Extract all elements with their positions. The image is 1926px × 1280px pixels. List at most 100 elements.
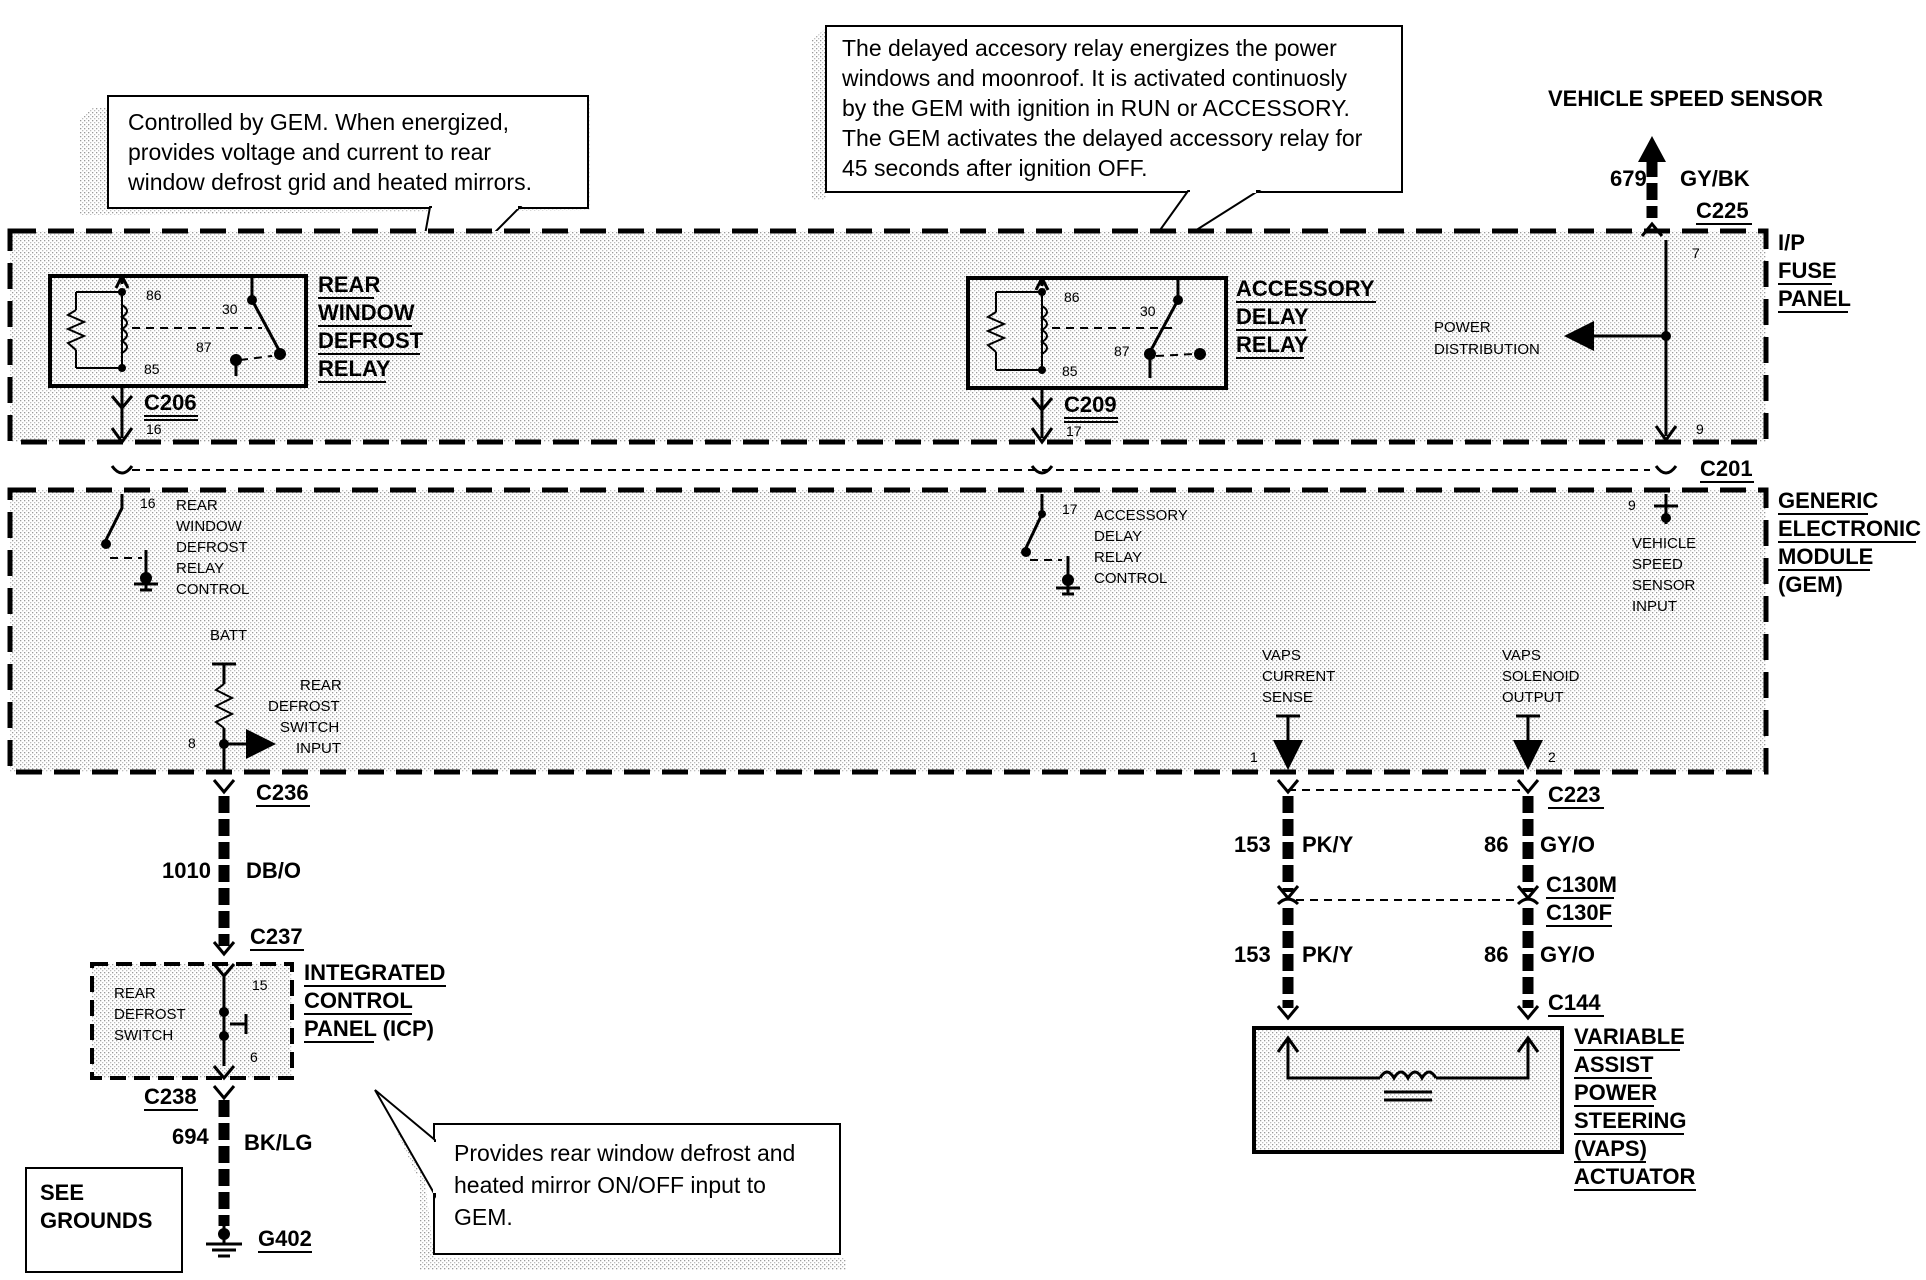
gem-text: CONTROL: [1094, 570, 1167, 587]
gem-text: DELAY: [1094, 528, 1142, 545]
note-line: window defrost grid and heated mirrors.: [127, 169, 532, 195]
gem-text: REAR: [300, 677, 342, 694]
note-rear-defrost-relay: Controlled by GEM. When energized, provi…: [80, 95, 590, 321]
connector-label: C130M: [1546, 872, 1617, 897]
note-line: by the GEM with ignition in RUN or ACCES…: [842, 95, 1350, 121]
icp-switch-text: DEFROST: [114, 1006, 186, 1023]
ip-fuse-panel-label: I/P: [1778, 230, 1805, 255]
pin-label: 9: [1628, 497, 1636, 513]
vaps-label: (VAPS): [1574, 1136, 1647, 1161]
connector-label: C206: [144, 390, 197, 415]
vaps-label: VARIABLE: [1574, 1024, 1685, 1049]
connector-label: C209: [1064, 392, 1117, 417]
note-accessory-delay-relay: The delayed accesory relay energizes the…: [812, 25, 1403, 273]
relay-label: ACCESSORY: [1236, 276, 1375, 301]
connector-label: C144: [1548, 990, 1601, 1015]
vaps-actuator: VARIABLE ASSIST POWER STEERING (VAPS) AC…: [1252, 1024, 1696, 1191]
gem-text: CURRENT: [1262, 668, 1335, 685]
pin-label: 1: [1250, 749, 1258, 765]
connector-label: C238: [144, 1084, 197, 1109]
gem-label: (GEM): [1778, 572, 1843, 597]
circuit-number: 1010: [162, 858, 211, 883]
gem-label: GENERIC: [1778, 488, 1878, 513]
gem-rwd-relay-control: 16 REAR WINDOW DEFROST RELAY CONTROL: [101, 494, 249, 598]
relay-label: DEFROST: [318, 328, 424, 353]
gem-label: MODULE: [1778, 544, 1873, 569]
see-grounds-text: SEE: [40, 1180, 84, 1205]
note-line: 45 seconds after ignition OFF.: [842, 155, 1148, 181]
power-distribution-label: DISTRIBUTION: [1434, 341, 1540, 358]
relay-label: DELAY: [1236, 304, 1309, 329]
note-line: windows and moonroof. It is activated co…: [841, 65, 1347, 91]
connector-label: C130F: [1546, 900, 1612, 925]
gem-text: WINDOW: [176, 518, 243, 535]
note-line: The delayed accesory relay energizes the…: [842, 35, 1337, 61]
relay-label: REAR: [318, 272, 380, 297]
pin-label: 9: [1696, 421, 1704, 437]
accessory-delay-relay: 86 85 30 87 ACCESSORY DELAY RELAY: [966, 276, 1376, 390]
circuit-1010: C236 1010 DB/O C237: [162, 779, 310, 957]
relay-label: WINDOW: [318, 300, 415, 325]
pin-label: 6: [250, 1049, 258, 1065]
gem-text: VAPS: [1262, 647, 1301, 664]
relay-label: RELAY: [318, 356, 391, 381]
icp-label: CONTROL: [304, 988, 413, 1013]
gem-text: RELAY: [176, 560, 224, 577]
connector-label: C225: [1696, 198, 1749, 223]
gem-text: DEFROST: [176, 539, 248, 556]
circuit-number: 86: [1484, 942, 1508, 967]
gem-rear-defrost-switch-input: BATT 8 REAR DEFROST SWITCH INPUT: [188, 627, 342, 772]
gem-text: VEHICLE: [1632, 535, 1696, 552]
vehicle-speed-sensor-circuit: VEHICLE SPEED SENSOR 679 GY/BK C225 7 PO…: [1434, 86, 1823, 443]
circuit-color: GY/O: [1540, 942, 1595, 967]
gem-text: DEFROST: [268, 698, 340, 715]
relay-label: RELAY: [1236, 332, 1309, 357]
connector-label: C223: [1548, 782, 1601, 807]
gem-text: OUTPUT: [1502, 689, 1564, 706]
circuit-color: BK/LG: [244, 1130, 312, 1155]
pin-label: 15: [252, 977, 268, 993]
circuit-number: 679: [1610, 166, 1647, 191]
gem-text: REAR: [176, 497, 218, 514]
gem-vss-input: 9 VEHICLE SPEED SENSOR INPUT: [1628, 494, 1696, 615]
connector-label: C237: [250, 924, 303, 949]
note-line: provides voltage and current to rear: [128, 139, 491, 165]
pin-label: 17: [1062, 501, 1078, 517]
note-line: GEM.: [454, 1204, 513, 1230]
vaps-circuits: C223 153 PK/Y 86 GY/O C130M C130F 153 PK…: [1234, 779, 1617, 1021]
circuit-number: 694: [172, 1124, 209, 1149]
icp-label: INTEGRATED: [304, 960, 445, 985]
gem-text: SENSOR: [1632, 577, 1696, 594]
pin-label: 85: [144, 361, 160, 377]
gem-text: ACCESSORY: [1094, 507, 1188, 524]
note-line: The GEM activates the delayed accessory …: [842, 125, 1363, 151]
vaps-label: STEERING: [1574, 1108, 1686, 1133]
circuit-number: 153: [1234, 942, 1271, 967]
relay-output-wires: C206 16 C209 17: [110, 386, 1118, 445]
connector-label: C236: [256, 780, 309, 805]
gem-label: ELECTRONIC: [1778, 516, 1921, 541]
pin-label: 87: [196, 339, 212, 355]
see-grounds-box: SEE GROUNDS: [25, 1167, 183, 1273]
c201-connector: C201: [110, 456, 1754, 483]
integrated-control-panel: 15 6 REAR DEFROST SWITCH INTEGRATED CONT…: [90, 960, 446, 1081]
gem-text: SPEED: [1632, 556, 1683, 573]
gem-acc-relay-control: 17 ACCESSORY DELAY RELAY CONTROL: [1021, 494, 1188, 596]
pin-label: 16: [146, 421, 162, 437]
vss-label: VEHICLE SPEED SENSOR: [1548, 86, 1823, 111]
note-line: Provides rear window defrost and: [454, 1140, 795, 1166]
see-grounds-text: GROUNDS: [40, 1208, 152, 1233]
pin-label: 17: [1066, 423, 1082, 439]
gem-text: SOLENOID: [1502, 668, 1580, 685]
gem-text: RELAY: [1094, 549, 1142, 566]
gem-text: BATT: [210, 627, 247, 644]
icp-switch-text: SWITCH: [114, 1027, 173, 1044]
gem-text: VAPS: [1502, 647, 1541, 664]
pin-label: 8: [188, 735, 196, 751]
circuit-color: PK/Y: [1302, 942, 1354, 967]
icp-label: PANEL (ICP): [304, 1016, 434, 1041]
pin-label: 2: [1548, 749, 1556, 765]
note-icp: Provides rear window defrost and heated …: [374, 1089, 846, 1270]
pin-label: 30: [222, 301, 238, 317]
